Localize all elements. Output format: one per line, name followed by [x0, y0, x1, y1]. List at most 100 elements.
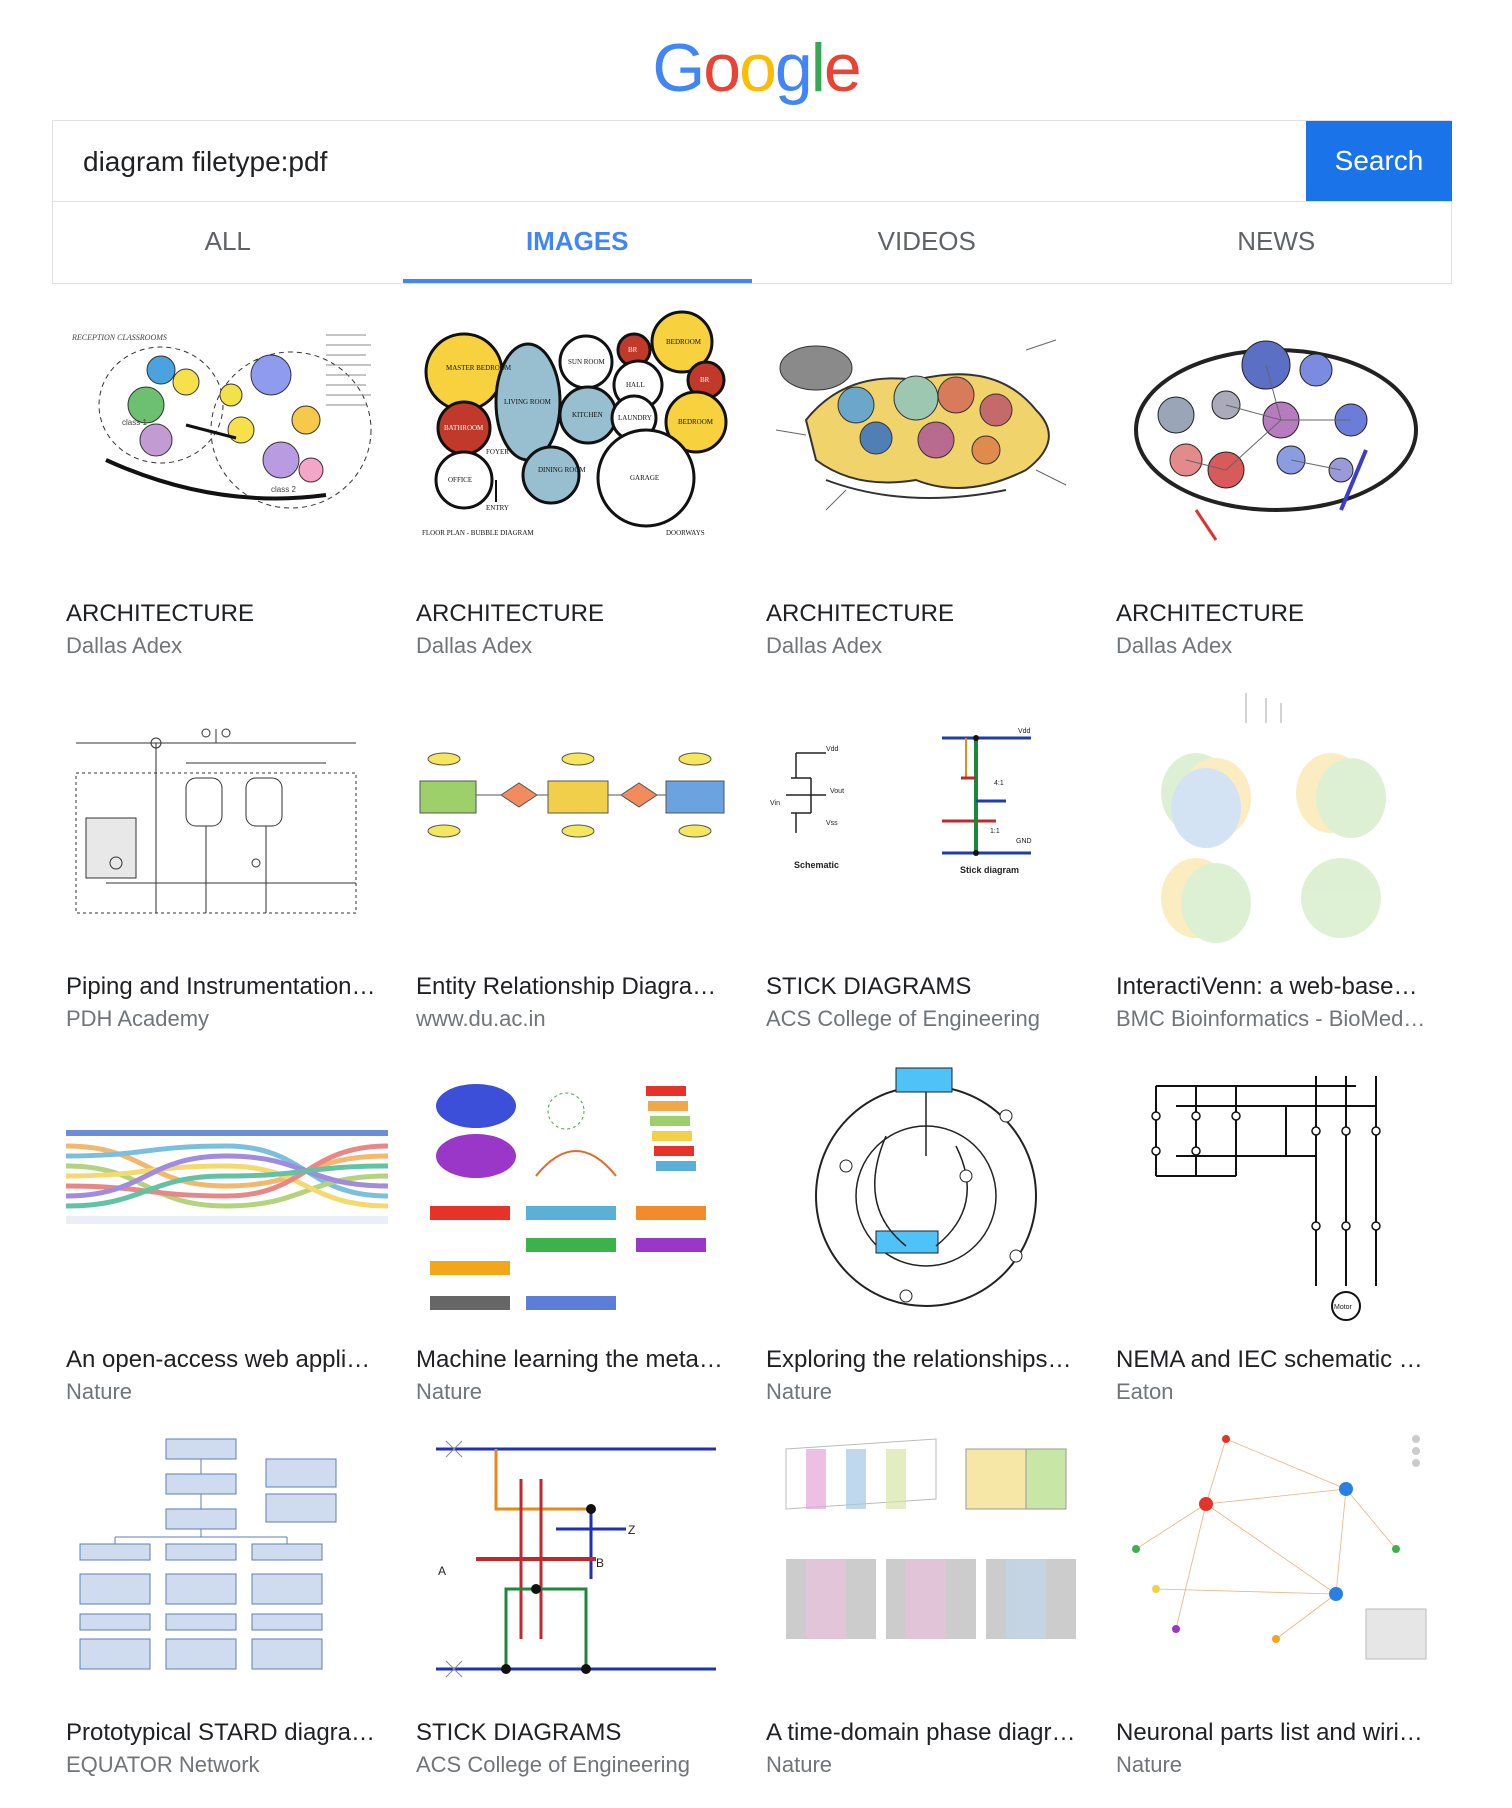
result-thumbnail[interactable]	[1116, 683, 1438, 955]
thumb-label: KITCHEN	[572, 411, 603, 419]
tab-all[interactable]: ALL	[204, 226, 251, 256]
result-title[interactable]: InteractiVenn: a web-base…	[1116, 973, 1418, 1000]
result-title[interactable]: ARCHITECTURE	[766, 600, 955, 627]
image-result[interactable]: Schematic Stick diagram Vdd Vout Vss Vin…	[752, 683, 1102, 1056]
thumb-label: Motor	[1334, 1304, 1353, 1311]
thumb-label: Z	[628, 1523, 635, 1537]
search-button[interactable]: Search	[1306, 121, 1452, 201]
thumb-label: Vin	[770, 800, 780, 807]
image-result[interactable]: A time-domain phase diagr… Nature	[752, 1429, 1102, 1802]
result-source: Dallas Adex	[66, 633, 183, 658]
result-title[interactable]: An open-access web appli…	[66, 1346, 371, 1373]
image-result[interactable]: Piping and Instrumentation… PDH Academy	[52, 683, 402, 1056]
result-source: ACS College of Engineering	[766, 1006, 1040, 1031]
result-thumbnail[interactable]	[66, 1056, 388, 1328]
thumb-label: GARAGE	[630, 474, 659, 482]
image-result[interactable]: Entity Relationship Diagra… www.du.ac.in	[402, 683, 752, 1056]
result-thumbnail[interactable]	[66, 683, 388, 955]
image-result[interactable]: A B Z STICK DIAGRAMS ACS College of Engi…	[402, 1429, 752, 1802]
thumb-label: BEDROOM	[666, 338, 702, 346]
thumb-label: FLOOR PLAN - BUBBLE DIAGRAM	[422, 529, 534, 537]
result-thumbnail[interactable]	[1116, 1429, 1438, 1701]
thumb-label: BATHROOM	[444, 424, 484, 432]
result-source: Nature	[66, 1379, 133, 1404]
thumb-label: Vout	[830, 788, 844, 795]
logo-letter: g	[774, 30, 813, 106]
thumb-label: class 2	[271, 485, 296, 494]
result-title[interactable]: ARCHITECTURE	[66, 600, 255, 627]
result-thumbnail[interactable]: Motor	[1116, 1056, 1438, 1328]
result-title[interactable]: Machine learning the meta…	[416, 1346, 723, 1373]
result-source: Nature	[766, 1752, 833, 1777]
result-thumbnail[interactable]	[766, 310, 1088, 582]
result-title[interactable]: ARCHITECTURE	[1116, 600, 1305, 627]
result-title[interactable]: Prototypical STARD diagra…	[66, 1719, 375, 1746]
result-thumbnail[interactable]: RECEPTION CLASSROOMS class 1 class 2	[66, 310, 388, 582]
result-title[interactable]: Entity Relationship Diagra…	[416, 973, 717, 1000]
result-source: BMC Bioinformatics - BioMed…	[1116, 1006, 1426, 1031]
result-source: Dallas Adex	[1116, 633, 1233, 658]
logo-letter: o	[739, 30, 777, 106]
logo-letter: G	[652, 30, 705, 106]
result-thumbnail[interactable]	[416, 683, 738, 955]
image-result[interactable]: MASTER BEDROOM SUN ROOM BR BEDROOM LIVIN…	[402, 310, 752, 683]
image-result[interactable]: Neuronal parts list and wiri… Nature	[1102, 1429, 1452, 1802]
result-title[interactable]: STICK DIAGRAMS	[416, 1719, 622, 1746]
thumb-label: LIVING ROOM	[504, 398, 552, 406]
image-result[interactable]: ARCHITECTURE Dallas Adex	[752, 310, 1102, 683]
thumb-label: GND	[1016, 838, 1032, 845]
result-title[interactable]: Exploring the relationships…	[766, 1346, 1072, 1373]
image-result[interactable]: Prototypical STARD diagra… EQUATOR Netwo…	[52, 1429, 402, 1802]
result-title[interactable]: NEMA and IEC schematic …	[1116, 1346, 1423, 1373]
image-result[interactable]: An open-access web appli… Nature	[52, 1056, 402, 1429]
result-thumbnail[interactable]	[416, 1056, 738, 1328]
result-source: Nature	[416, 1379, 483, 1404]
thumb-label: SUN ROOM	[568, 358, 606, 366]
thumb-label: Vdd	[1018, 728, 1031, 735]
image-result[interactable]: InteractiVenn: a web-base… BMC Bioinform…	[1102, 683, 1452, 1056]
thumb-label: class 1	[122, 418, 147, 427]
thumb-label: Vdd	[826, 746, 839, 753]
result-thumbnail[interactable]	[66, 1429, 388, 1701]
search-bar: Search	[52, 120, 1452, 203]
thumb-label: RECEPTION CLASSROOMS	[71, 333, 167, 342]
google-logo[interactable]: Google	[0, 28, 1512, 108]
tab-images[interactable]: IMAGES	[402, 202, 753, 283]
search-input[interactable]	[81, 121, 1335, 203]
image-result[interactable]: Motor NEMA and IEC schematic … Eaton	[1102, 1056, 1452, 1429]
thumb-label: Stick diagram	[960, 865, 1019, 875]
result-thumbnail[interactable]	[766, 1429, 1088, 1701]
image-results-grid: RECEPTION CLASSROOMS class 1 class 2 ARC	[52, 310, 1452, 1802]
result-title[interactable]: ARCHITECTURE	[416, 600, 605, 627]
image-result[interactable]: Machine learning the meta… Nature	[402, 1056, 752, 1429]
thumb-label: DINING ROOM	[538, 466, 586, 474]
result-source: Dallas Adex	[416, 633, 533, 658]
thumb-label: FOYER	[486, 448, 509, 456]
tab-news[interactable]: NEWS	[1237, 226, 1316, 256]
result-thumbnail[interactable]: A B Z	[416, 1429, 738, 1701]
logo-letter: l	[810, 30, 826, 106]
thumb-label: Schematic	[794, 860, 839, 870]
thumb-label: BR	[700, 376, 710, 384]
thumb-label: OFFICE	[448, 476, 472, 484]
result-source: Eaton	[1116, 1379, 1174, 1404]
result-thumbnail[interactable]: MASTER BEDROOM SUN ROOM BR BEDROOM LIVIN…	[416, 310, 738, 582]
result-thumbnail[interactable]	[766, 1056, 1088, 1328]
image-result[interactable]: RECEPTION CLASSROOMS class 1 class 2 ARC	[52, 310, 402, 683]
image-result[interactable]: Exploring the relationships… Nature	[752, 1056, 1102, 1429]
thumb-label: DOORWAYS	[666, 529, 705, 537]
result-title[interactable]: STICK DIAGRAMS	[766, 973, 972, 1000]
thumb-label: Vss	[826, 820, 838, 827]
result-title[interactable]: A time-domain phase diagr…	[766, 1719, 1076, 1746]
thumb-label: ENTRY	[486, 504, 509, 512]
result-source: PDH Academy	[66, 1006, 210, 1031]
result-title[interactable]: Piping and Instrumentation…	[66, 973, 376, 1000]
logo-letter: o	[703, 30, 741, 106]
result-title[interactable]: Neuronal parts list and wiri…	[1116, 1719, 1423, 1746]
result-source: Nature	[766, 1379, 833, 1404]
result-thumbnail[interactable]	[1116, 310, 1438, 582]
image-result[interactable]: ARCHITECTURE Dallas Adex	[1102, 310, 1452, 683]
result-thumbnail[interactable]: Schematic Stick diagram Vdd Vout Vss Vin…	[766, 683, 1088, 955]
tab-videos[interactable]: VIDEOS	[877, 226, 976, 256]
thumb-label: B	[596, 1556, 604, 1570]
